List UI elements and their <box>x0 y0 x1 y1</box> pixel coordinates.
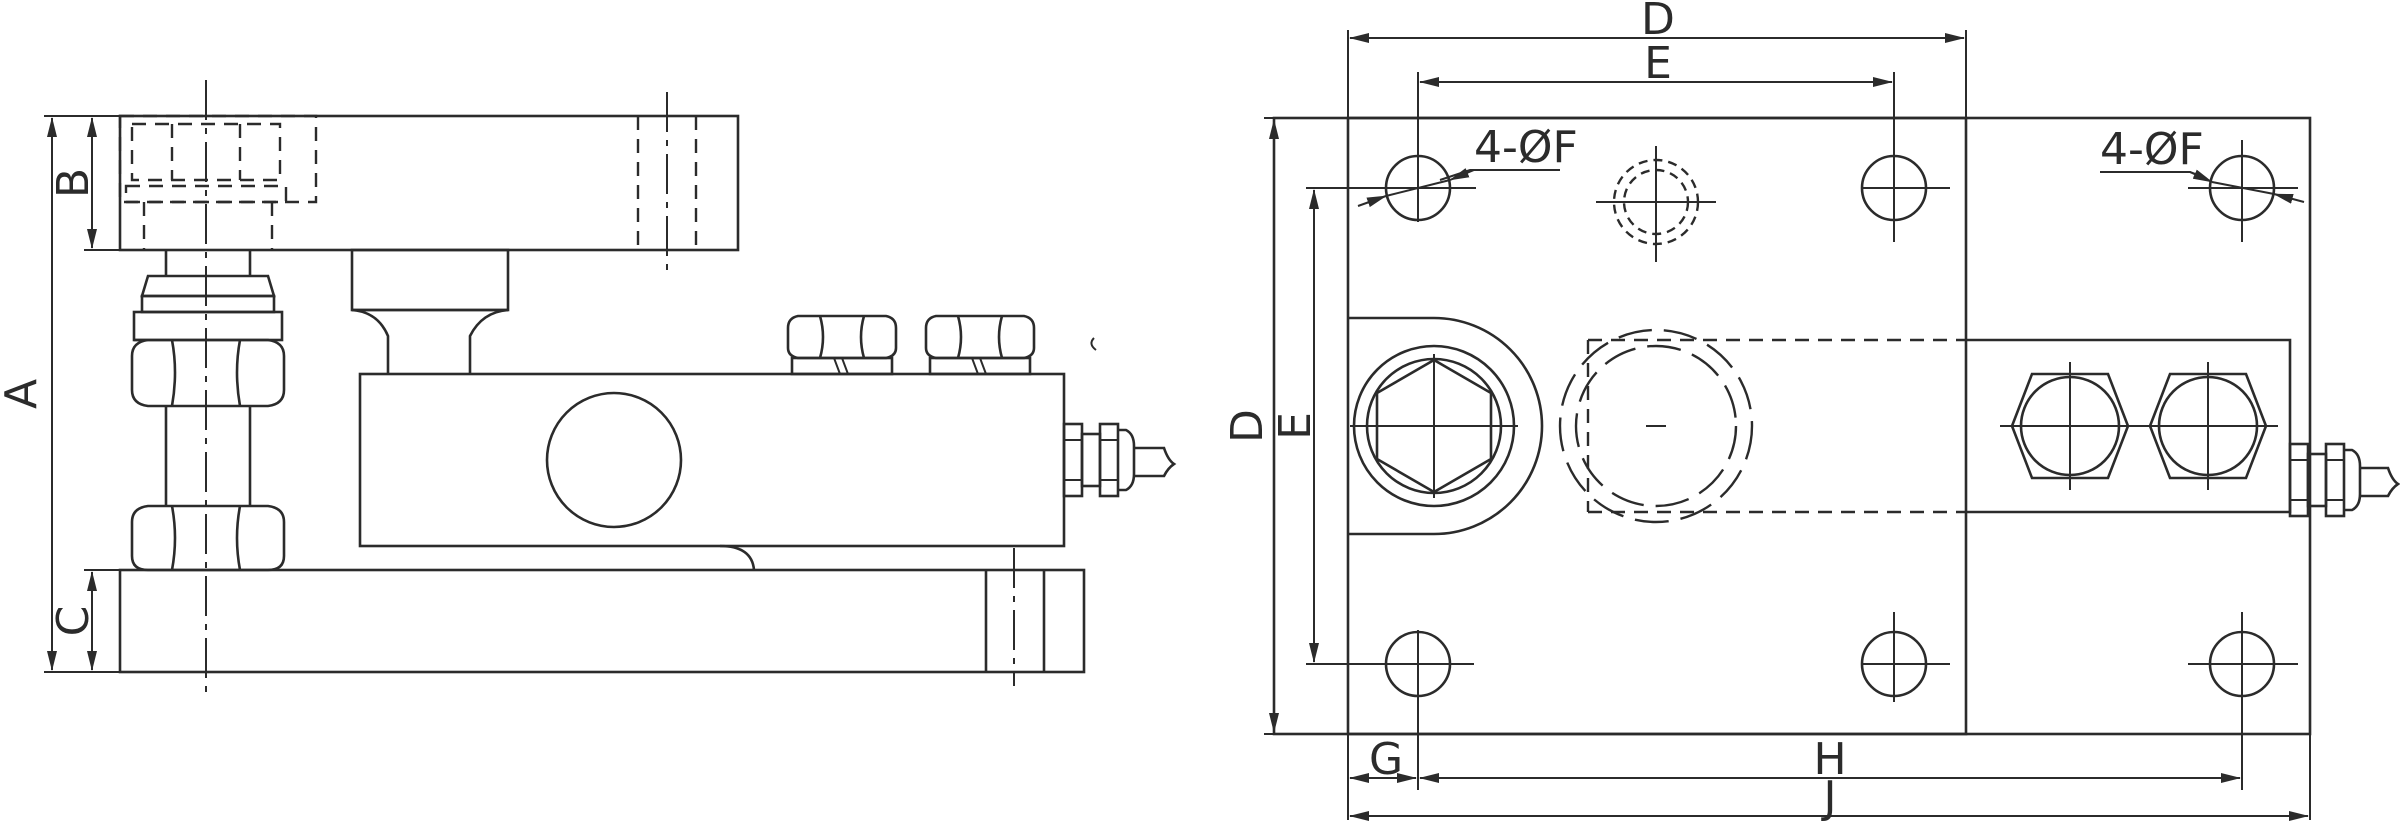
top-plate-outline <box>1346 116 1968 736</box>
upper-nut <box>140 274 276 298</box>
load-cell-bolt-2 <box>924 314 1036 376</box>
cable-gland-side <box>1062 422 1177 498</box>
dim-b-label: B <box>48 168 99 198</box>
bottom-plate <box>118 568 1086 674</box>
large-hex-nut-lower <box>130 504 286 572</box>
top-plate <box>118 114 740 252</box>
load-cell-hole <box>545 391 683 529</box>
large-hex-nut-upper <box>130 338 286 408</box>
top-view: D E 4-ØF 4-ØF D E G <box>1222 0 2400 823</box>
load-cell-body <box>358 372 1066 548</box>
dim-c-label: C <box>48 606 99 637</box>
base-plate-hole-tr <box>2188 140 2298 242</box>
top-plate-hole-br <box>1860 612 1950 702</box>
load-cell-bolt-head-1 <box>2000 362 2140 490</box>
dim-d-horizontal-label: D <box>1641 0 1675 45</box>
side-view: A B C <box>0 80 1177 700</box>
load-cell-end-outline <box>1348 316 1544 536</box>
dim-e-vertical-label: E <box>1270 412 1321 440</box>
dim-j-label: J <box>1821 772 1837 823</box>
hidden-hole-top <box>1596 146 1716 262</box>
cable-gland-top <box>2288 442 2400 518</box>
dim-a-label: A <box>0 379 47 409</box>
hole-note-right: 4-ØF <box>2100 124 2204 175</box>
dim-g-label: G <box>1369 734 1403 785</box>
dim-h-label: H <box>1813 734 1846 785</box>
hole-note-left: 4-ØF <box>1474 122 1578 173</box>
load-cell-bolt-1 <box>786 314 898 376</box>
base-plate-hole-br <box>2188 612 2298 702</box>
dim-e-horizontal-label: E <box>1644 38 1672 89</box>
dim-d-vertical-label: D <box>1222 409 1273 443</box>
top-plate-hole-tr <box>1860 142 1950 242</box>
load-cell-bolt-head-2 <box>2138 362 2278 490</box>
